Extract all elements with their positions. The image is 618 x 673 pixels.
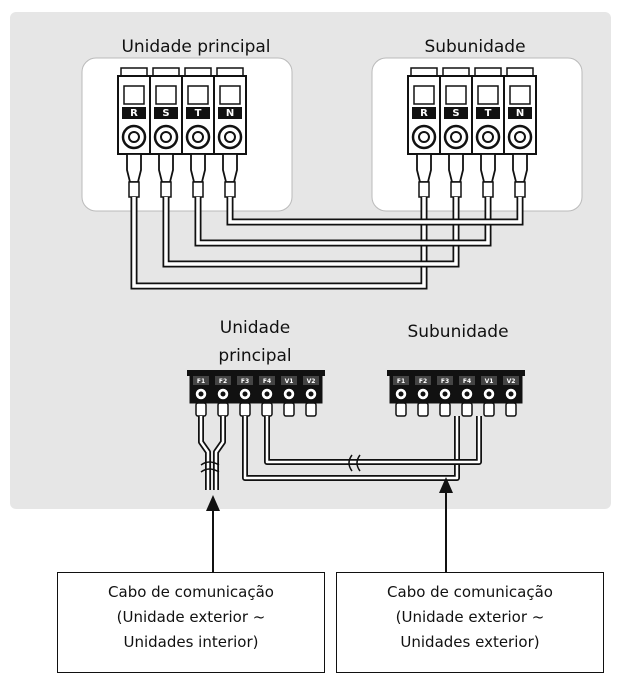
main-comm-terminal-label: F4: [263, 378, 271, 385]
power-wires: [130, 197, 524, 290]
power-wire-core: [228, 197, 522, 224]
main-comm-terminal-label: F3: [241, 378, 249, 385]
main-comm-terminal-f4: F4: [255, 372, 279, 417]
sub-power-terminal-s: S: [439, 67, 473, 198]
sub-comm-terminal-f1: F1: [389, 372, 413, 417]
main-comm-terminal-label: V1: [285, 378, 294, 385]
communication-wires: [198, 416, 482, 490]
right-callout-line1: Cabo de comunicação: [387, 583, 553, 601]
left-callout-line2: (Unidade exterior ~: [116, 608, 266, 626]
main-comm-terminal-label: F1: [197, 378, 205, 385]
left-callout-box: Cabo de comunicação (Unidade exterior ~ …: [57, 572, 325, 673]
sub-unit-comm-terminal-strip: F1 F2 F3 F4 V1 V2: [387, 370, 525, 417]
link-wire-break-mark: [348, 454, 361, 472]
bottom-main-unit-label-line1: Unidade: [220, 318, 290, 338]
sub-comm-strip-rail: [387, 370, 525, 376]
sub-comm-terminal-f3: F3: [433, 372, 457, 417]
sub-power-terminal-label: T: [485, 108, 492, 119]
sub-comm-terminal-label: V1: [485, 378, 494, 385]
main-power-terminal-t: T: [181, 67, 215, 198]
sub-comm-terminal-label: F3: [441, 378, 449, 385]
sub-power-terminal-r: R: [407, 67, 441, 198]
left-wire-break-mark: [200, 461, 220, 473]
main-power-terminal-r: R: [117, 67, 151, 198]
sub-comm-terminal-label: V2: [507, 378, 516, 385]
comm-wire-f1-down-core: [199, 416, 210, 490]
main-comm-terminal-f2: F2: [211, 372, 235, 417]
left-callout-line3: Unidades interior): [123, 633, 259, 651]
left-callout-line1: Cabo de comunicação: [108, 583, 274, 601]
main-comm-terminal-label: V2: [307, 378, 316, 385]
left-arrow: [206, 495, 220, 572]
comm-wire-f4-link-core: [265, 416, 481, 464]
bottom-sub-unit-label: Subunidade: [407, 322, 508, 342]
main-power-terminal-n: N: [213, 67, 247, 198]
sub-power-terminal-label: N: [516, 108, 524, 119]
main-power-terminal-s: S: [149, 67, 183, 198]
main-comm-terminal-label: F2: [219, 378, 227, 385]
sub-power-terminal-t: T: [471, 67, 505, 198]
main-power-terminal-label: N: [226, 108, 234, 119]
main-power-terminal-label: T: [195, 108, 202, 119]
right-callout-line2: (Unidade exterior ~: [395, 608, 545, 626]
top-main-unit-label: Unidade principal: [121, 37, 270, 57]
comm-wire-f3-link-core: [243, 416, 459, 480]
right-arrow: [439, 477, 453, 572]
main-power-terminal-label: S: [162, 108, 169, 119]
right-callout-box: Cabo de comunicação (Unidade exterior ~ …: [336, 572, 604, 673]
main-power-terminal-label: R: [130, 108, 138, 119]
top-sub-unit-label: Subunidade: [424, 37, 525, 57]
right-callout-line3: Unidades exterior): [400, 633, 540, 651]
power-wire-core: [164, 197, 458, 266]
main-comm-strip-rail: [187, 370, 325, 376]
sub-power-terminal-n: N: [503, 67, 537, 198]
sub-comm-terminal-label: F1: [397, 378, 405, 385]
sub-power-terminal-label: R: [420, 108, 428, 119]
bottom-main-unit-label-line2: principal: [218, 346, 291, 366]
main-comm-terminal-f3: F3: [233, 372, 257, 417]
sub-comm-terminal-f2: F2: [411, 372, 435, 417]
sub-comm-terminal-label: F2: [419, 378, 427, 385]
main-unit-comm-terminal-strip: F1 F2 F3 F4 V1 V2: [187, 370, 325, 417]
main-comm-terminal-f1: F1: [189, 372, 213, 417]
sub-comm-terminal-label: F4: [463, 378, 471, 385]
sub-power-terminal-label: S: [452, 108, 459, 119]
